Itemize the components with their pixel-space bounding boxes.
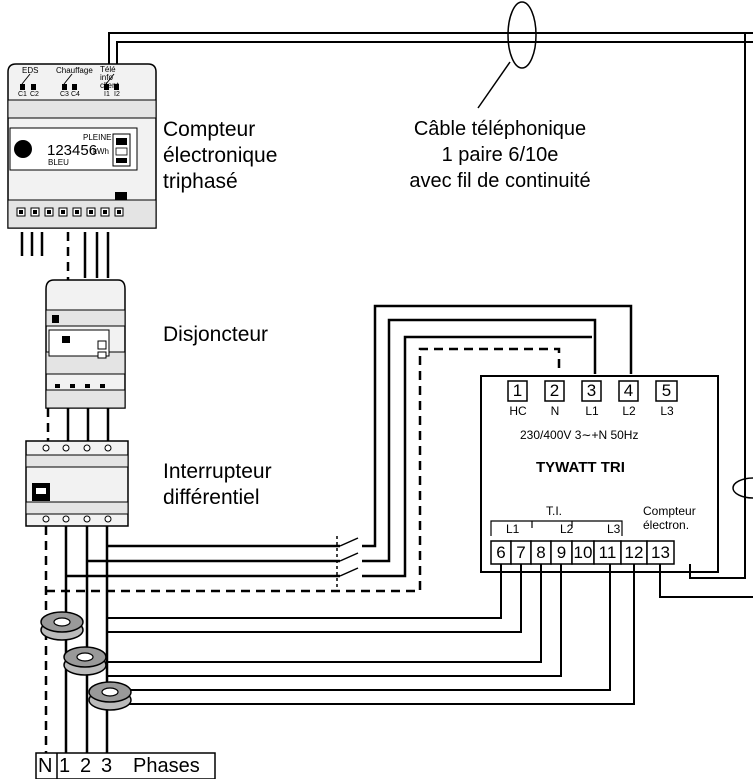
terminal-1-label: HC — [509, 404, 527, 418]
terminal-12: 12 — [624, 543, 644, 562]
terminal-3: 3 — [586, 381, 597, 400]
cable-label: Câble téléphonique 1 paire 6/10e avec fi… — [380, 116, 620, 194]
device-spec: 230/400V 3∼+N 50Hz — [520, 428, 639, 442]
electronic-meter — [7, 63, 157, 229]
current-transformer-3 — [88, 681, 132, 711]
legend-phase-1: 1 — [59, 755, 71, 777]
terminal-2: 2 — [549, 381, 560, 400]
meter-teleinfo-label: Télé info client — [100, 65, 119, 90]
meter-terminal-c4: C4 — [71, 91, 80, 98]
meter-chauffage-label: Chauffage — [56, 66, 93, 75]
compteur-label-line2: électron. — [643, 518, 690, 532]
cable-bundle-marker — [507, 1, 537, 69]
legend-phase-3: 3 — [101, 755, 113, 777]
legend-phases-label: Phases — [133, 755, 200, 777]
terminal-9: 9 — [556, 543, 567, 562]
meter-label: Compteur électronique triphasé — [163, 117, 277, 195]
meter-terminal-c1: C1 — [18, 91, 27, 98]
residual-current-device — [25, 440, 129, 527]
terminal-6: 6 — [496, 543, 506, 562]
ti-phase-l1: L1 — [506, 522, 520, 536]
legend-phase-2: 2 — [80, 755, 92, 777]
terminal-11: 11 — [598, 543, 617, 562]
meter-eds-label: EDS — [22, 66, 39, 75]
ti-phase-l3: L3 — [607, 522, 621, 536]
compteur-label-line1: Compteur — [643, 504, 696, 518]
current-transformers — [40, 611, 132, 711]
terminal-2-label: N — [550, 404, 560, 418]
meter-dial-icon — [14, 140, 32, 158]
switch-symbols — [336, 536, 359, 590]
meter-terminal-i2: I2 — [114, 91, 120, 98]
terminal-1: 1 — [512, 381, 523, 400]
breaker-label: Disjoncteur — [163, 323, 269, 346]
terminal-13: 13 — [651, 543, 670, 562]
meter-label-line3: triphasé — [163, 170, 238, 193]
terminal-4-label: L2 — [622, 404, 636, 418]
meter-label-line1: Compteur — [163, 118, 256, 141]
terminal-5-label: L3 — [660, 404, 674, 418]
cable-label-line2: 1 paire 6/10e — [441, 144, 559, 166]
ti-label: T.I. — [546, 504, 563, 518]
rcd-label: Interrupteur différentiel — [163, 459, 272, 511]
terminal-3-label: L1 — [585, 404, 599, 418]
current-transformer-2 — [63, 646, 107, 676]
rcd-label-line1: Interrupteur — [163, 460, 272, 483]
meter-terminal-c2: C2 — [30, 91, 39, 98]
meter-lcd-value: 123456 — [47, 142, 98, 159]
terminal-4: 4 — [623, 381, 634, 400]
phase-legend-box — [35, 752, 216, 779]
terminal-8: 8 — [536, 543, 546, 562]
ti-phase-l2: L2 — [560, 522, 574, 536]
meter-label-line2: électronique — [163, 144, 278, 167]
cable-bundle-marker-right — [732, 477, 753, 499]
meter-terminal-c3: C3 — [60, 91, 69, 98]
legend-neutral: N — [38, 755, 53, 777]
meter-lcd-status: PLEINE — [83, 133, 112, 142]
rcd-label-line2: différentiel — [163, 486, 260, 509]
terminal-5: 5 — [661, 381, 672, 400]
meter-lcd-unit: kWh — [93, 147, 109, 156]
meter-lcd-tariff: BLEU — [48, 158, 69, 167]
circuit-breaker — [45, 279, 126, 409]
meter-terminal-i1: I1 — [104, 91, 110, 98]
terminal-7: 7 — [516, 543, 526, 562]
cable-label-line1: Câble téléphonique — [413, 118, 587, 140]
tywatt-device — [480, 375, 719, 573]
terminal-10: 10 — [573, 543, 593, 562]
device-name: TYWATT TRI — [536, 459, 625, 476]
current-transformer-1 — [40, 611, 84, 641]
cable-label-leader — [477, 61, 511, 109]
cable-label-line3: avec fil de continuité — [409, 170, 591, 192]
compteur-label: Compteur électron. — [643, 504, 696, 532]
